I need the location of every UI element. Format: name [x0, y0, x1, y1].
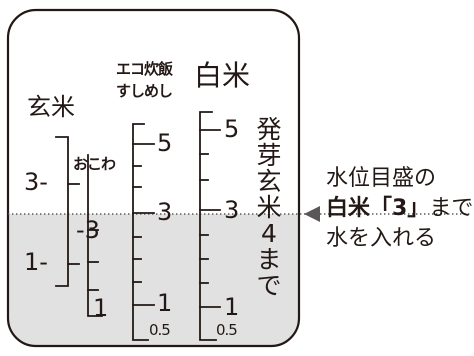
okowa-scale-bracket — [87, 154, 103, 317]
hatsuga-label-char: 玄 — [256, 167, 282, 196]
water-fill — [8, 214, 299, 346]
genmai-tick-label-1: 1- — [24, 248, 48, 276]
note-line-2: 白米「3」まで — [326, 198, 473, 220]
hatsuga-label-char: で — [256, 271, 282, 300]
eco-scale-title-line2: すしめし — [116, 82, 173, 100]
genmai-tick-label-3: 3- — [24, 168, 48, 196]
hakumai-tick-label-3: 3 — [224, 196, 240, 224]
hakumai-tick-label-0-5: 0.5 — [216, 321, 238, 339]
eco-tick-label-0-5: 0.5 — [149, 321, 171, 339]
hatsuga-label-char: ま — [256, 245, 282, 274]
note-line-3: 水を入れる — [326, 226, 437, 251]
eco-tick-label-3: 3 — [157, 198, 173, 226]
hatsuga-label-char: 芽 — [256, 141, 282, 170]
inner-pot-outline — [6, 8, 301, 348]
okowa-scale-title: おこわ — [73, 155, 116, 173]
hakumai-tick-label-1: 1 — [224, 293, 240, 321]
hakumai-tick-label-5: 5 — [224, 115, 240, 143]
note-line-1: 水位目盛の — [326, 166, 437, 191]
hatsuga-label-char: 発 — [256, 115, 282, 144]
note-highlight: 白米「3」 — [326, 196, 430, 221]
okowa-tick-label-3: -3 — [76, 216, 100, 244]
eco-tick-label-1: 1 — [157, 289, 173, 317]
hatsuga-label-char: 4 — [261, 219, 277, 248]
hatsuga-label-char: 米 — [256, 193, 282, 222]
note-line-2-rest: まで — [429, 196, 474, 221]
eco-tick-label-5: 5 — [157, 129, 173, 157]
okowa-tick-label-1: 1 — [93, 294, 109, 322]
hakumai-scale-bracket — [199, 111, 217, 341]
genmai-scale-bracket — [55, 136, 69, 287]
hakumai-scale-title: 白米 — [194, 59, 251, 92]
eco-scale-bracket — [132, 123, 149, 341]
water-level-pointer — [304, 206, 320, 222]
eco-scale-title-line1: エコ炊飯 — [116, 60, 173, 78]
genmai-scale-title: 玄米 — [27, 93, 75, 121]
